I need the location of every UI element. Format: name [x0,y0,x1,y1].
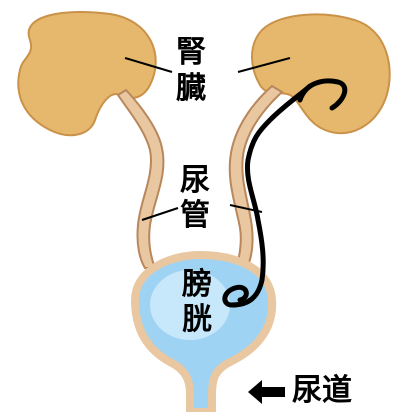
kidney-label-1: 腎 [176,38,206,68]
urethra-label: 尿道 [292,376,352,406]
urethra-arrow [248,380,285,404]
bladder-label-1: 膀 [182,270,212,300]
ureter-label-1: 尿 [180,166,210,196]
kidney-label-2: 臓 [176,74,206,104]
bladder-label-2: 胱 [182,305,212,335]
left-ureter [118,90,163,268]
ureter-label-2: 管 [180,201,210,231]
